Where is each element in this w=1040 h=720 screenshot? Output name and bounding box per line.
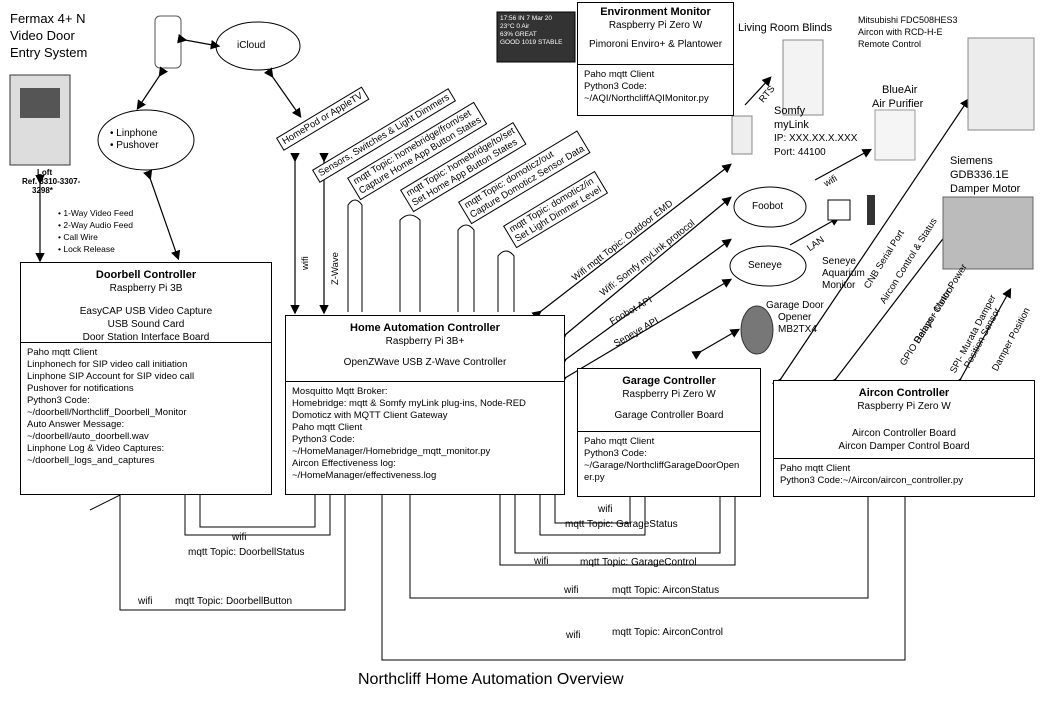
topic-aircon-status: mqtt Topic: AirconStatus	[612, 585, 720, 596]
page-title: Northcliff Home Automation Overview	[358, 671, 624, 688]
seneye-cloud-label: Seneye	[748, 260, 782, 271]
aircon-controller-box: Aircon Controller Raspberry Pi Zero W Ai…	[773, 380, 1035, 497]
wifi-label-g2: wifi	[534, 556, 549, 567]
icloud-label: iCloud	[237, 40, 266, 51]
fermax-feeds: • 1-Way Video Feed• 2-Way Audio Feed• Ca…	[58, 208, 134, 254]
home-software: Mosquitto Mqtt Broker:Homebridge: mqtt &…	[292, 386, 526, 481]
wifi-label-a2: wifi	[566, 630, 581, 641]
topic-garage-control: mqtt Topic: GarageControl	[580, 557, 697, 568]
topic-aircon-control: mqtt Topic: AirconControl	[612, 627, 723, 638]
wifi-label-db1: wifi	[232, 532, 247, 543]
siemens-damper-icon	[942, 196, 1034, 270]
home-automation-box: Home Automation Controller Raspberry Pi …	[285, 315, 565, 495]
zwave-label: Z-Wave	[330, 252, 341, 285]
garage-remote-icon	[740, 305, 774, 355]
wifi-label-a1: wifi	[564, 585, 579, 596]
linphone-label: • Linphone• Pushover	[110, 128, 159, 151]
wifi-label-home: wifi	[300, 256, 311, 270]
topic-doorbell-status: mqtt Topic: DoorbellStatus	[188, 547, 305, 558]
blinds-remote-icon	[782, 39, 824, 116]
somfy-mylink-icon	[731, 115, 753, 155]
doorbell-controller-box: Doorbell Controller Raspberry Pi 3B Easy…	[20, 262, 272, 495]
wifi-label-g1: wifi	[598, 504, 613, 515]
iphone-icon	[154, 15, 182, 69]
blinds-label: Living Room Blinds	[738, 22, 833, 34]
blueair-icon	[874, 109, 916, 161]
home-title: Home Automation Controller	[350, 322, 500, 334]
doorbell-title: Doorbell Controller	[95, 269, 197, 281]
mitsubishi-remote-icon	[967, 37, 1035, 131]
seneye-usb-icon	[867, 195, 875, 225]
foobot-label: Foobot	[752, 201, 784, 212]
env-display-icon	[496, 11, 576, 63]
seneye-monitor-icon	[827, 199, 851, 221]
garage-controller-box: Garage Controller Raspberry Pi Zero W Ga…	[577, 368, 761, 497]
wifi-label-db2: wifi	[138, 596, 153, 607]
topic-garage-status: mqtt Topic: GarageStatus	[565, 519, 678, 530]
env-display-text: 17:56 IN 7 Mar 20 23°C 0 Air 63% GREAT G…	[500, 15, 563, 46]
topic-doorbell-button: mqtt Topic: DoorbellButton	[175, 596, 293, 607]
environment-monitor-box: Environment Monitor Raspberry Pi Zero W …	[577, 2, 734, 116]
